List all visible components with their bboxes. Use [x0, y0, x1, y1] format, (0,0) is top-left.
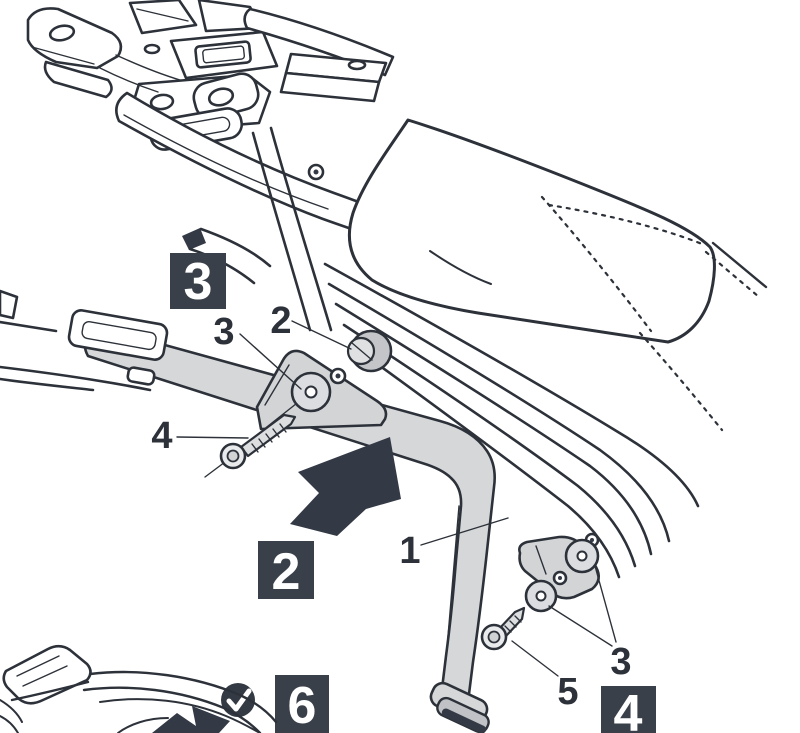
bar-end-pad	[67, 309, 169, 386]
seat-drawing	[347, 118, 768, 344]
step-badge-3: 3	[170, 253, 226, 311]
step-badge-3-label: 3	[184, 253, 213, 311]
step-direction-arrow	[290, 437, 401, 536]
partial-arrow	[152, 706, 230, 733]
tail-bodywork-lines	[323, 262, 724, 579]
step-badge-4: 4	[601, 685, 656, 733]
seat-stitch-seam	[547, 203, 704, 246]
mounting-bar	[83, 324, 496, 733]
rear-rack-drawing	[0, 0, 404, 392]
bottom-left-rack-drawing	[0, 644, 278, 733]
top-bracket	[255, 349, 388, 431]
part-callout-5: 5	[557, 671, 578, 713]
step-badge-6-label: 6	[288, 677, 317, 733]
step-badge-4-label: 4	[614, 685, 643, 733]
part-callout-4: 4	[151, 415, 172, 457]
seat-stitch-seam	[540, 195, 653, 333]
lower-mount-assembly	[480, 532, 601, 651]
part-callout-3-top: 3	[213, 311, 234, 353]
step-badge-6: 6	[275, 675, 329, 733]
part-callout-2: 2	[270, 300, 291, 342]
part-callout-3-bottom: 3	[610, 641, 631, 683]
part-callout-1: 1	[399, 530, 420, 572]
step-badge-2-label: 2	[272, 543, 301, 601]
rubber-bushing	[346, 329, 393, 373]
callout-leader-lines	[176, 320, 617, 677]
bolt-4	[204, 413, 297, 478]
step-badge-2: 2	[258, 541, 314, 601]
